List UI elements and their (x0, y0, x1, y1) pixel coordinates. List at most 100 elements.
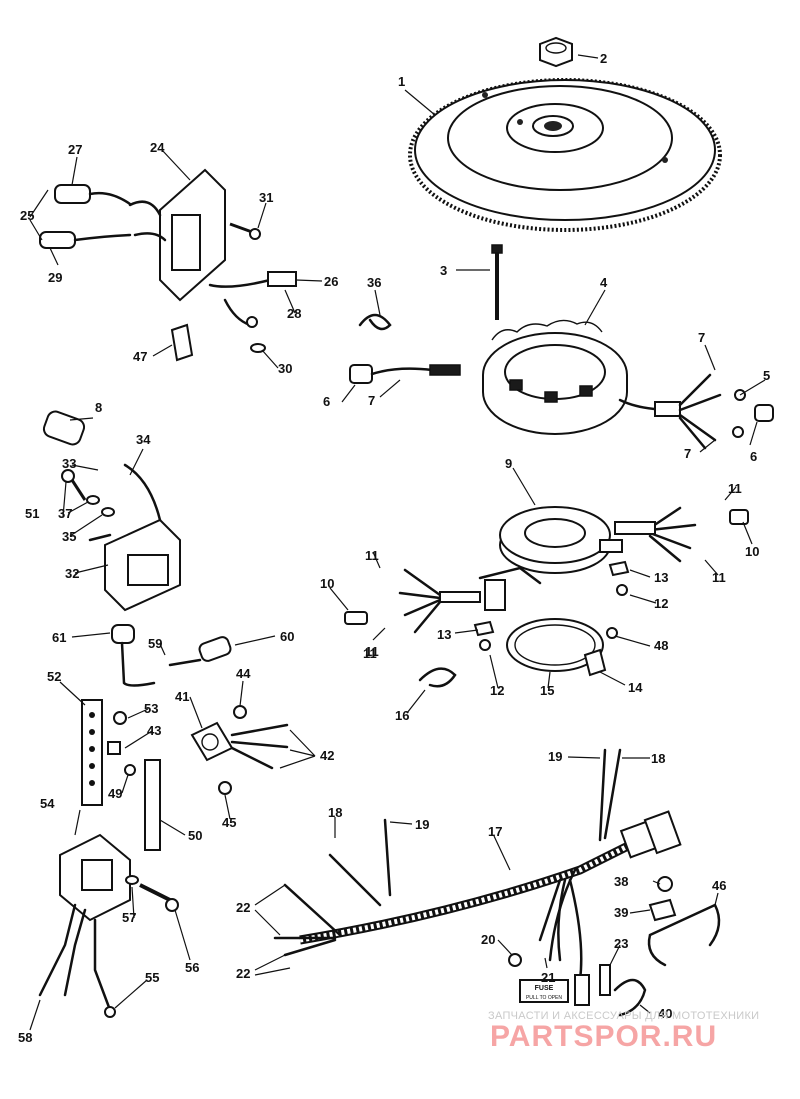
callout-labels: 1 2 3 4 5 6 6 7 7 7 8 9 10 10 11 11 11 1… (18, 51, 770, 1045)
screw-31 (229, 222, 261, 240)
callout-12b: 12 (490, 683, 504, 698)
wires-11-right (614, 506, 697, 563)
callout-3: 3 (440, 263, 447, 278)
plug-10-right (729, 509, 749, 525)
callout-8: 8 (95, 400, 102, 415)
callout-42: 42 (320, 748, 334, 763)
screw-12b (479, 639, 491, 651)
bolt-56 (139, 883, 179, 912)
callout-57: 57 (122, 910, 136, 925)
callout-13b: 13 (437, 627, 451, 642)
callout-47: 47 (133, 349, 147, 364)
callout-22b: 22 (236, 966, 250, 981)
plug-10-left (344, 611, 368, 625)
fuse-tag-line1: FUSE (535, 985, 554, 992)
callout-35: 35 (62, 529, 76, 544)
spark-lead-61 (111, 624, 156, 687)
callout-17: 17 (488, 824, 502, 839)
screw-49 (124, 764, 136, 776)
callout-22a: 22 (236, 900, 250, 915)
flywheel (408, 78, 722, 232)
clip-36 (358, 313, 392, 331)
connector-27 (54, 184, 132, 206)
callout-34: 34 (136, 432, 151, 447)
bracket-46 (647, 903, 721, 967)
callout-46: 46 (712, 878, 726, 893)
callout-36: 36 (367, 275, 381, 290)
screw-12 (616, 584, 628, 596)
callout-5: 5 (763, 368, 770, 383)
callout-1: 1 (398, 74, 405, 89)
washer-35 (101, 507, 115, 517)
screw-44 (233, 705, 247, 719)
wires-7-right (678, 373, 746, 450)
callout-45: 45 (222, 815, 236, 830)
callout-14: 14 (628, 680, 643, 695)
callout-44: 44 (236, 666, 251, 681)
callout-10a: 10 (320, 576, 334, 591)
callout-54: 54 (40, 796, 55, 811)
callout-60: 60 (280, 629, 294, 644)
callout-11a: 11 (365, 548, 379, 563)
callout-38: 38 (614, 874, 628, 889)
callout-30: 30 (278, 361, 292, 376)
callout-40: 40 (658, 1006, 672, 1021)
timer-base (478, 506, 623, 611)
callout-18b: 18 (328, 805, 342, 820)
callout-2: 2 (600, 51, 607, 66)
ignition-coil (88, 463, 181, 612)
switch-41 (190, 721, 289, 770)
callout-16: 16 (395, 708, 409, 723)
callout-11e: 11 (363, 646, 377, 661)
callout-49: 49 (108, 786, 122, 801)
callout-19a: 19 (548, 749, 562, 764)
callout-13a: 13 (654, 570, 668, 585)
callout-37: 37 (58, 506, 72, 521)
callout-10b: 10 (745, 544, 759, 559)
wire-harness (273, 748, 682, 1006)
callout-11b: 11 (365, 644, 379, 659)
screw-53 (113, 711, 127, 725)
callout-52: 52 (47, 669, 61, 684)
callout-58: 58 (18, 1030, 32, 1045)
screw-38 (657, 876, 673, 892)
callout-6a: 6 (323, 394, 330, 409)
bracket-43 (107, 741, 121, 755)
callout-55: 55 (145, 970, 159, 985)
boot-60 (168, 636, 232, 667)
watermark-logo: PARTSPOR.RU (490, 1020, 717, 1053)
callout-53: 53 (144, 701, 158, 716)
rectifier-54 (38, 833, 131, 1018)
plug-6-right (754, 404, 774, 422)
callout-7c: 7 (684, 446, 691, 461)
callout-41: 41 (175, 689, 189, 704)
screw-51 (61, 469, 87, 501)
screw-48 (606, 627, 618, 639)
watermark-caption: ЗАПЧАСТИ И АКСЕССУАРЫ ДЛЯ МОТОТЕХНИКИ (488, 1010, 759, 1022)
callout-50: 50 (188, 828, 202, 843)
callout-43: 43 (147, 723, 161, 738)
callout-6b: 6 (750, 449, 757, 464)
callout-12a: 12 (654, 596, 668, 611)
wires-11-left (398, 568, 481, 634)
screw-45 (218, 781, 232, 795)
plug-6-left (349, 364, 461, 384)
connector-29 (39, 231, 132, 249)
power-pack (128, 168, 297, 328)
callout-28: 28 (287, 306, 301, 321)
callout-59: 59 (148, 636, 162, 651)
strip-50 (144, 759, 161, 851)
callout-27: 27 (68, 142, 82, 157)
callout-11c: 11 (728, 481, 742, 496)
callout-23: 23 (614, 936, 628, 951)
callout-29: 29 (48, 270, 62, 285)
callout-24: 24 (150, 140, 165, 155)
callout-7a: 7 (368, 393, 375, 408)
plug-8 (42, 410, 86, 446)
callout-61: 61 (52, 630, 66, 645)
callout-51: 51 (25, 506, 39, 521)
clip-39 (648, 898, 677, 922)
callout-32: 32 (65, 566, 79, 581)
callout-9: 9 (505, 456, 512, 471)
